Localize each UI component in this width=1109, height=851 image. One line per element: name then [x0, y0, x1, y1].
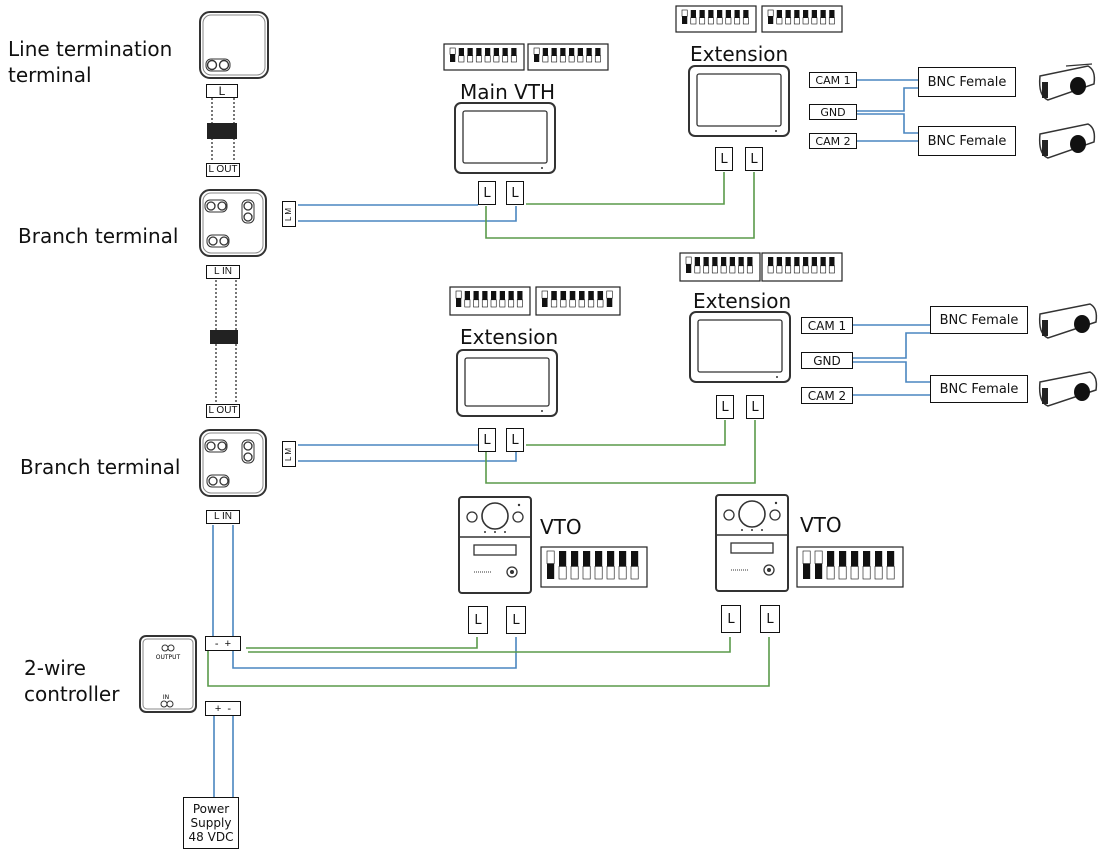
- main-vth-monitor: [454, 102, 556, 174]
- extension-2-l-terminal: L: [506, 428, 524, 452]
- vto-label-2: VTO: [800, 513, 842, 537]
- branch-terminal-device-2: [199, 429, 267, 497]
- extension-1-l-terminal: L: [715, 147, 733, 171]
- dip-switch-icon: [675, 5, 757, 33]
- ferrite-core-icon: [210, 330, 238, 344]
- camera-icon: [1038, 123, 1096, 159]
- port-lm-2: L M: [282, 441, 296, 467]
- controller-output-port: - +: [205, 636, 241, 651]
- power-supply-line-2: Supply: [190, 816, 232, 830]
- dip-switch-icon: [761, 5, 843, 33]
- port-l-out-2: L OUT: [206, 404, 240, 418]
- dip-switch-icon: [527, 43, 609, 71]
- power-supply-line-1: Power: [192, 802, 230, 816]
- cam1-box-mid: CAM 1: [801, 317, 853, 334]
- dip-switch-icon: [761, 252, 843, 282]
- gnd-box-top: GND: [809, 104, 857, 120]
- main-vth-l-terminal: L: [478, 181, 496, 205]
- dip-switch-icon: [443, 43, 525, 71]
- cam2-box-top: CAM 2: [809, 133, 857, 149]
- dip-switch-icon: [449, 286, 531, 316]
- dip-switch-icon: [535, 286, 621, 316]
- wires: [207, 79, 930, 797]
- bnc-female-box: BNC Female: [918, 67, 1016, 97]
- main-vth-l-terminal: L: [506, 181, 524, 205]
- branch-terminal-label-2: Branch terminal: [20, 455, 181, 479]
- power-supply-box: Power Supply 48 VDC: [183, 797, 239, 849]
- camera-icon: [1038, 371, 1098, 407]
- port-l-in-1: L IN: [206, 265, 240, 279]
- dip-switch-icon: [540, 546, 648, 588]
- line-termination-device: [199, 11, 269, 79]
- cam1-box-top: CAM 1: [809, 72, 857, 88]
- vto-device-1: [458, 496, 532, 594]
- branch-terminal-label-1: Branch terminal: [18, 224, 179, 248]
- vto-2-l-terminal: L: [760, 605, 780, 633]
- vto-device-2: [715, 494, 789, 592]
- controller-in-label: IN: [163, 694, 169, 701]
- dip-switch-icon: [679, 252, 761, 282]
- dip-switches: [443, 5, 904, 588]
- extension-label-3: Extension: [693, 289, 792, 313]
- port-l-in-2: L IN: [206, 510, 240, 524]
- ferrite-core-icon: [207, 123, 237, 139]
- vto-2-l-terminal: L: [721, 605, 741, 633]
- controller-device: OUTPUT IN: [139, 635, 197, 713]
- extension-label-1: Extension: [690, 42, 789, 66]
- controller-label: 2-wire controller: [24, 656, 120, 706]
- extension-3-l-terminal: L: [716, 395, 734, 419]
- extension-monitor-3: [689, 311, 791, 383]
- controller-input-port: + -: [205, 701, 241, 716]
- port-l-out-1: L OUT: [206, 163, 240, 177]
- vto-1-l-terminal: L: [506, 606, 526, 634]
- line-termination-label: Line termination terminal: [8, 37, 173, 87]
- branch-terminal-device-1: [199, 189, 267, 257]
- camera-icon: [1038, 63, 1096, 101]
- bnc-female-box: BNC Female: [930, 375, 1028, 403]
- port-lm-1: L M: [282, 201, 296, 227]
- extension-label-2: Extension: [460, 325, 559, 349]
- controller-output-label: OUTPUT: [156, 654, 181, 661]
- camera-icon: [1038, 303, 1098, 339]
- extension-2-l-terminal: L: [478, 428, 496, 452]
- gnd-box-mid: GND: [801, 352, 853, 369]
- power-supply-line-3: 48 VDC: [188, 830, 234, 844]
- extension-monitor-2: [456, 349, 558, 417]
- extension-3-l-terminal: L: [746, 395, 764, 419]
- bnc-female-box: BNC Female: [918, 126, 1016, 156]
- cam2-box-mid: CAM 2: [801, 387, 853, 404]
- port-l-top: L: [206, 84, 238, 98]
- extension-monitor-1: [688, 65, 790, 137]
- extension-1-l-terminal: L: [745, 147, 763, 171]
- main-vth-label: Main VTH: [460, 80, 556, 104]
- bnc-female-box: BNC Female: [930, 306, 1028, 334]
- vto-label-1: VTO: [540, 515, 582, 539]
- dip-switch-icon: [796, 546, 904, 588]
- vto-1-l-terminal: L: [468, 606, 488, 634]
